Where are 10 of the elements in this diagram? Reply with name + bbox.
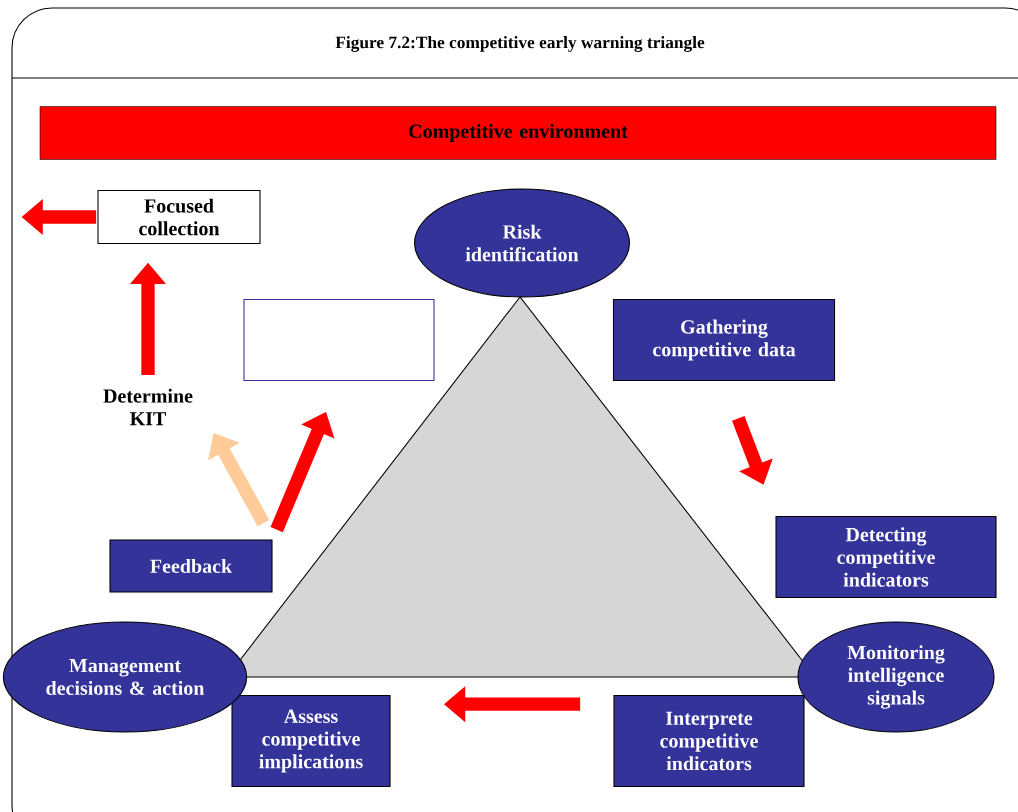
process-box: Assess competitive implications	[231, 695, 391, 787]
process-box: Feedback	[109, 539, 273, 593]
process-box: Detecting competitive indicators	[775, 515, 997, 599]
figure-title: Figure 7.2:The competitive early warning triangle	[335, 36, 705, 52]
text-label: Determine KIT	[103, 388, 193, 426]
process-box: Interprete competitive indicators	[613, 695, 805, 787]
banner-bar: Competitive environment	[39, 106, 997, 160]
empty-box	[243, 298, 435, 382]
outlined-box: Focused collection	[97, 189, 261, 245]
process-box: Gathering competitive data	[612, 298, 836, 382]
